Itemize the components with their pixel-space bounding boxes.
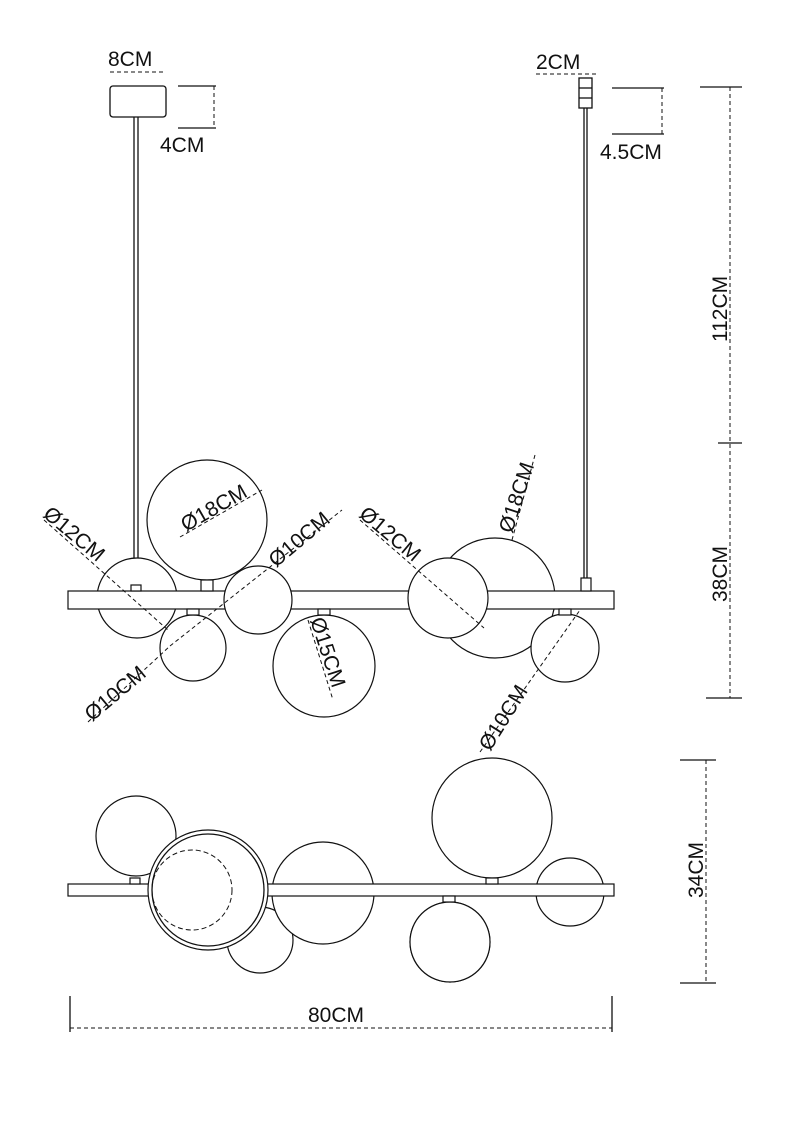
ceiling-canopy [109, 71, 216, 129]
width-dimension [69, 996, 613, 1032]
globe-label-10cm-middle: Ø10CM [264, 508, 334, 572]
top-globe [431, 757, 553, 879]
body-height-label: 38CM [709, 546, 732, 602]
globe-10cm-middle [223, 565, 293, 635]
canopy-height-label: 4CM [160, 134, 204, 157]
globe-10cm-lower [159, 614, 227, 682]
globe-label-10cm-lower: Ø10CM [80, 662, 150, 726]
connector-height-label: 4.5CM [600, 141, 662, 164]
height-dimension [700, 86, 742, 699]
globe-label-12cm-left: Ø12CM [39, 502, 109, 566]
canopy-width-label: 8CM [108, 48, 152, 71]
front-view-globes [43, 454, 615, 753]
width-label: 80CM [308, 1004, 364, 1027]
top-globe [147, 829, 269, 951]
globe-label-12cm-right: Ø12CM [355, 502, 425, 566]
globe-label-10cm-right: Ø10CM [475, 681, 533, 755]
depth-dimension [680, 759, 716, 984]
connector-width-label: 2CM [536, 51, 580, 74]
globe-12cm-right [407, 557, 489, 639]
top-globe [95, 795, 177, 877]
front-bar [67, 590, 615, 610]
globe-label-18cm-right: Ø18CM [495, 460, 539, 536]
cable-connector [536, 73, 664, 135]
depth-label: 34CM [685, 842, 708, 898]
top-view-globes [67, 757, 615, 983]
cable-length-label: 112CM [709, 276, 732, 342]
globe-10cm-right [530, 613, 600, 683]
